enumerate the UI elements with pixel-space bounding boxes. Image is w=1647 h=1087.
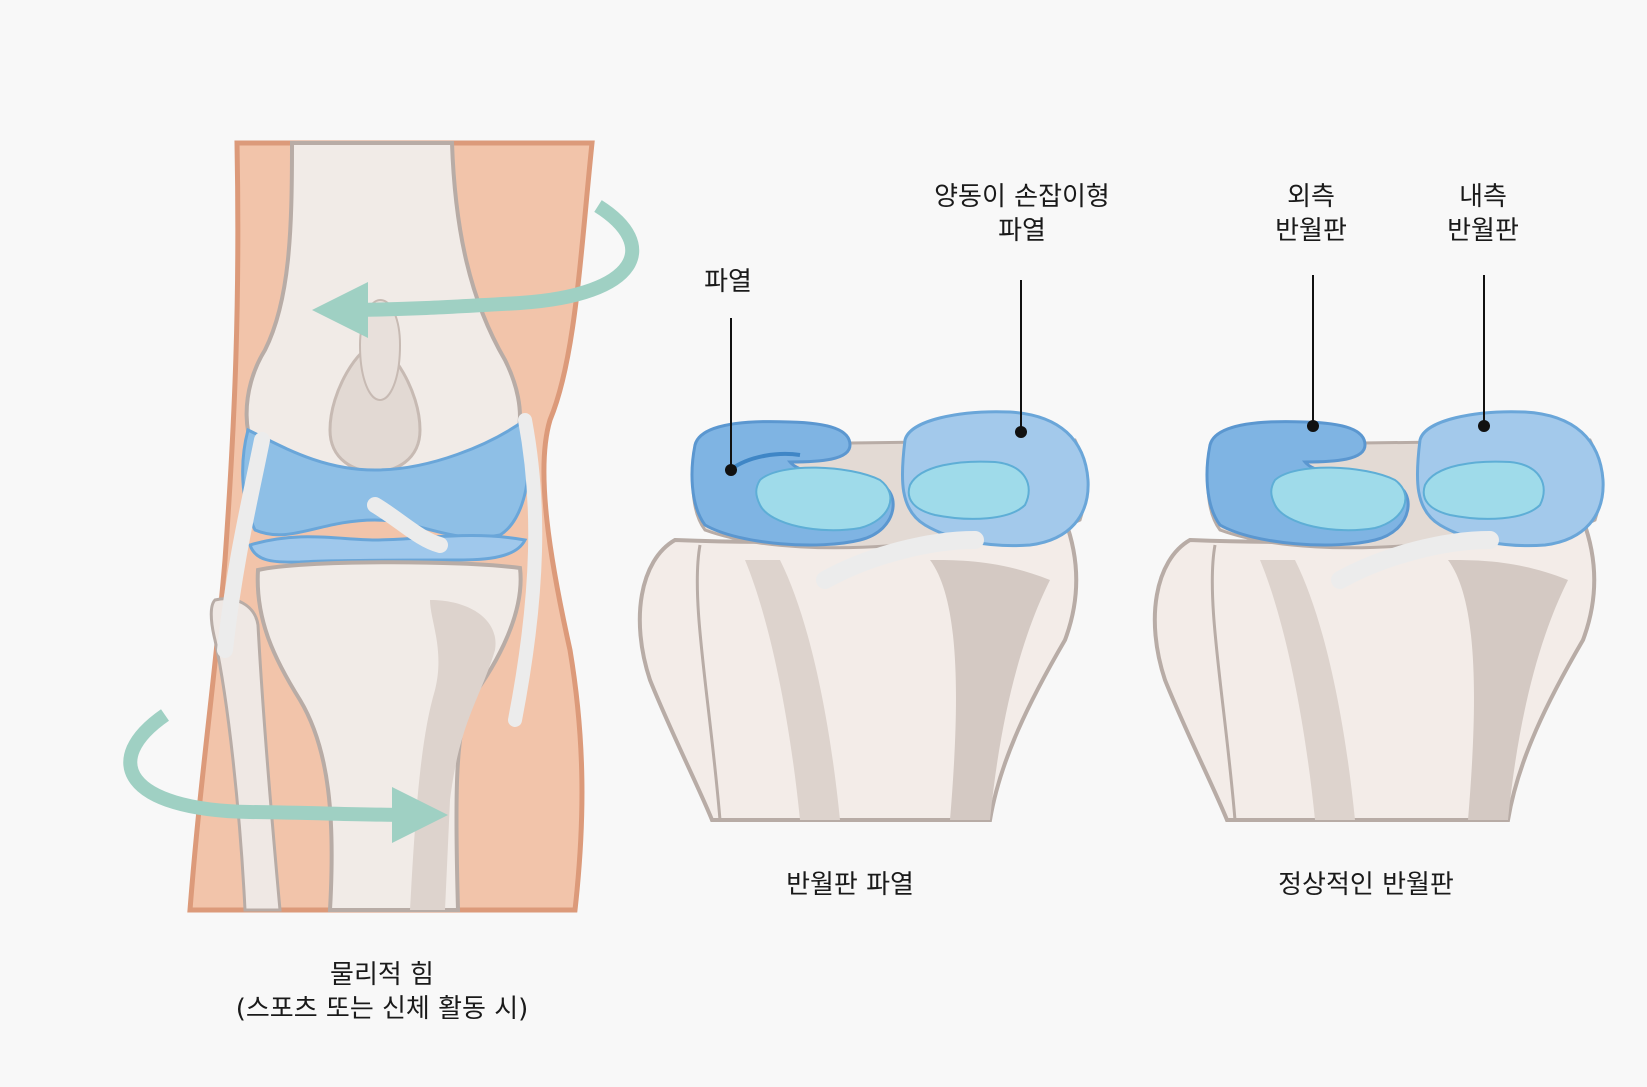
normal-medial-inner — [1422, 460, 1545, 520]
lateral-ligament — [217, 432, 270, 658]
torn-cruciate-ligament — [816, 531, 984, 589]
normal-tibia-ring — [1210, 544, 1237, 821]
lateral-meniscus-label: 외측 반월판 — [1275, 180, 1347, 248]
torn-medial-inner — [907, 460, 1030, 520]
knee-meniscus — [241, 417, 531, 539]
medial-leader-dot — [1478, 420, 1490, 432]
normal-meniscus-illustration — [1152, 275, 1605, 822]
tear-line — [728, 451, 801, 472]
tear-leader-dot — [725, 464, 737, 476]
medial-label-line2: 반월판 — [1447, 216, 1519, 246]
medial-ligament — [508, 413, 543, 727]
lateral-leader-dot — [1307, 420, 1319, 432]
rotation-arrow-top — [312, 200, 640, 338]
normal-caption: 정상적인 반월판 — [1278, 870, 1454, 900]
bucket-label-line2: 파열 — [998, 216, 1046, 246]
bucket-label-line1: 양동이 손잡이형 — [934, 182, 1110, 212]
medial-meniscus-label: 내측 반월판 — [1447, 180, 1519, 248]
lateral-label-line1: 외측 — [1287, 182, 1335, 212]
cruciate-ligament — [367, 497, 448, 553]
knee-caption: 물리적 힘 (스포츠 또는 신체 활동 시) — [236, 958, 529, 1026]
lateral-label-line2: 반월판 — [1275, 216, 1347, 246]
knee-caption-line1: 물리적 힘 — [330, 960, 434, 990]
normal-lateral-inner — [1270, 466, 1407, 532]
torn-caption: 반월판 파열 — [786, 870, 914, 900]
bucket-leader-dot — [1015, 426, 1027, 438]
torn-lateral-inner — [755, 466, 892, 532]
knee-caption-line2: (스포츠 또는 신체 활동 시) — [235, 994, 529, 1024]
knee-meniscus-lower — [248, 534, 528, 564]
torn-tibia-shade-1 — [745, 560, 840, 820]
knee-illustration — [123, 140, 640, 913]
normal-cruciate-ligament — [1331, 531, 1499, 589]
normal-tibia-shade-2 — [1448, 560, 1568, 820]
torn-meniscus-illustration — [637, 280, 1090, 822]
normal-tibia-shade-1 — [1260, 560, 1355, 820]
medial-label-line1: 내측 — [1459, 182, 1507, 212]
tear-label: 파열 — [704, 267, 752, 297]
torn-tibia-ring — [695, 544, 722, 821]
fibula — [209, 597, 282, 912]
rotation-arrow-bottom — [123, 709, 448, 843]
bucket-handle-label: 양동이 손잡이형 파열 — [934, 180, 1110, 248]
torn-tibia-shade-2 — [930, 560, 1050, 820]
